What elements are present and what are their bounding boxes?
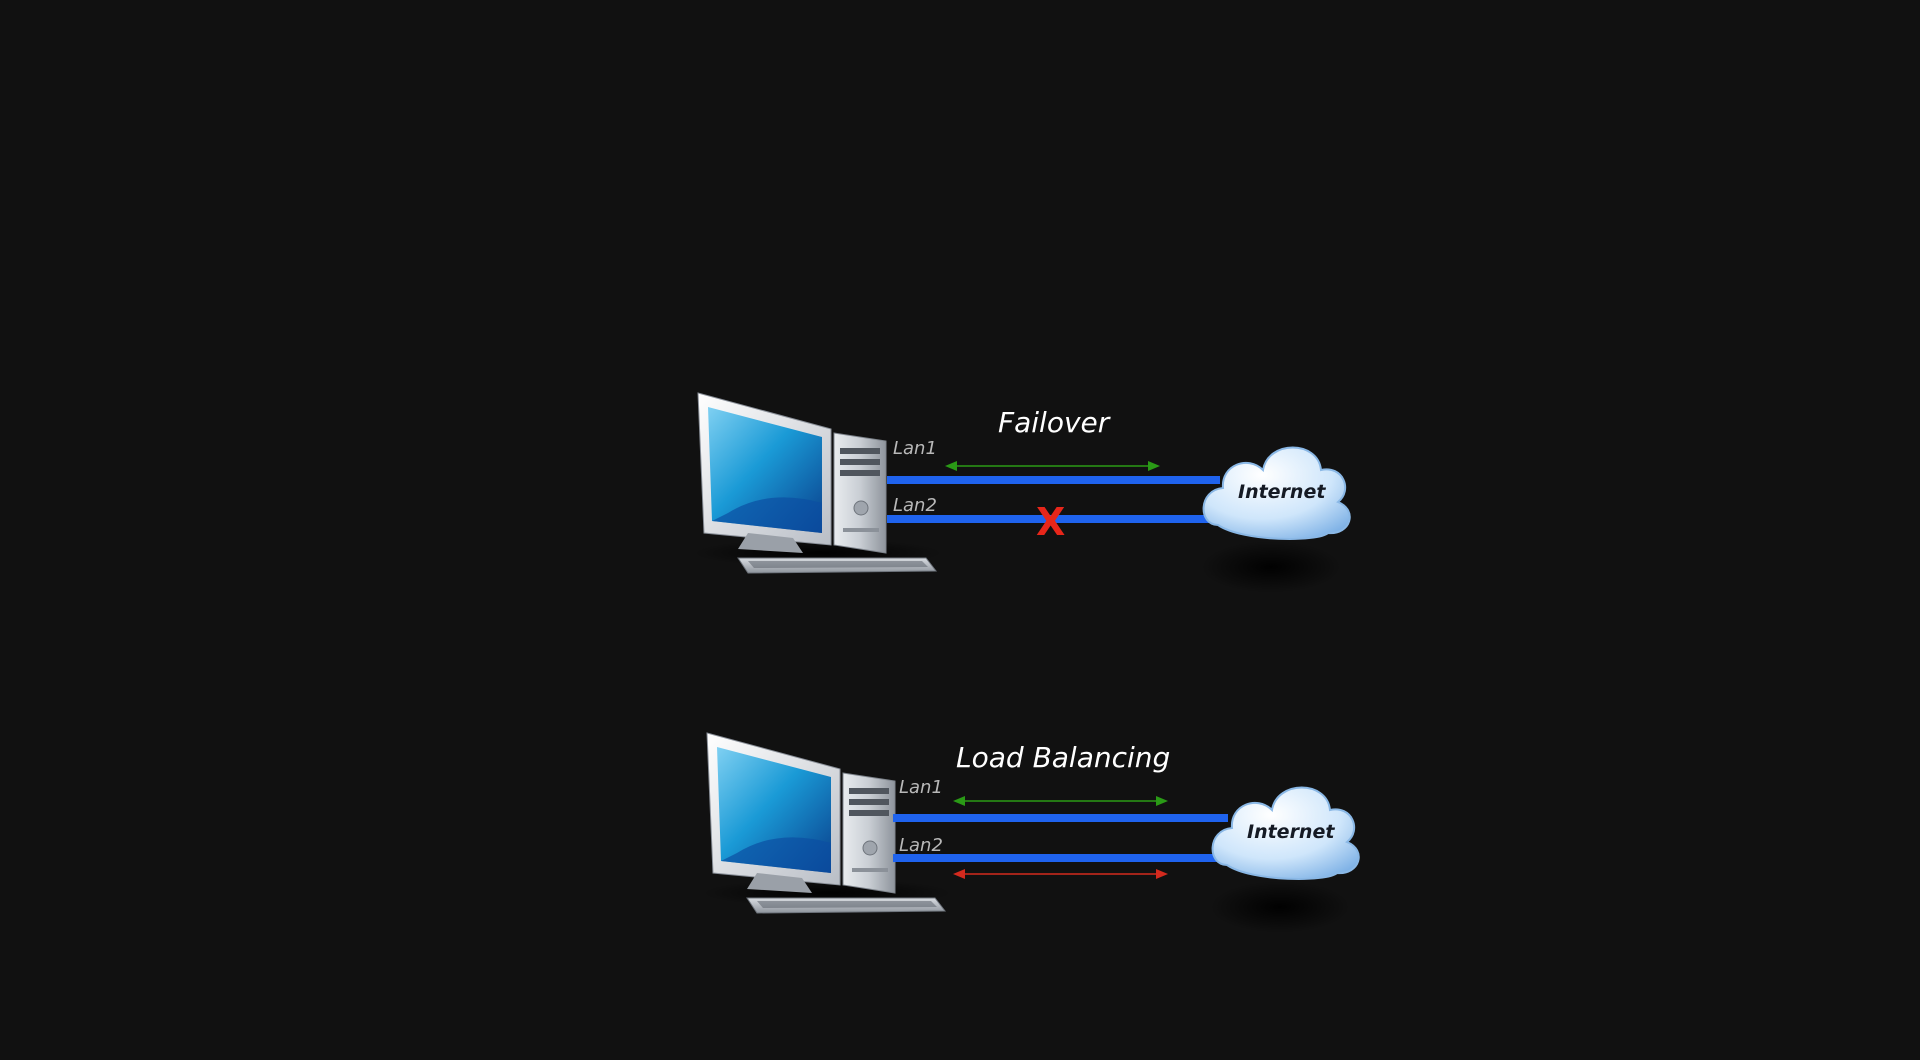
load-balancing-diagram: Load Balancing Lan1 Lan2 Internet (702, 732, 1360, 933)
diagram-title: Failover (998, 406, 1111, 439)
lan2-label: Lan2 (893, 495, 937, 516)
diagram-title: Load Balancing (956, 741, 1170, 774)
internet-cloud-icon: Internet (1210, 786, 1360, 933)
lan2-label: Lan2 (899, 835, 943, 856)
computer-icon (702, 732, 952, 914)
lan1-label: Lan1 (893, 438, 937, 459)
internet-cloud-icon: Internet (1201, 446, 1351, 593)
link-failure-mark: X (1036, 500, 1065, 544)
cloud-label: Internet (1247, 821, 1335, 843)
lan2-traffic-arrow (953, 869, 1168, 879)
failover-diagram: Failover Lan1 Lan2 X Internet (693, 392, 1351, 593)
lan1-label: Lan1 (899, 777, 943, 798)
lan1-traffic-arrow (945, 461, 1160, 471)
cloud-label: Internet (1238, 481, 1326, 503)
lan1-traffic-arrow (953, 796, 1168, 806)
computer-icon (693, 392, 943, 574)
